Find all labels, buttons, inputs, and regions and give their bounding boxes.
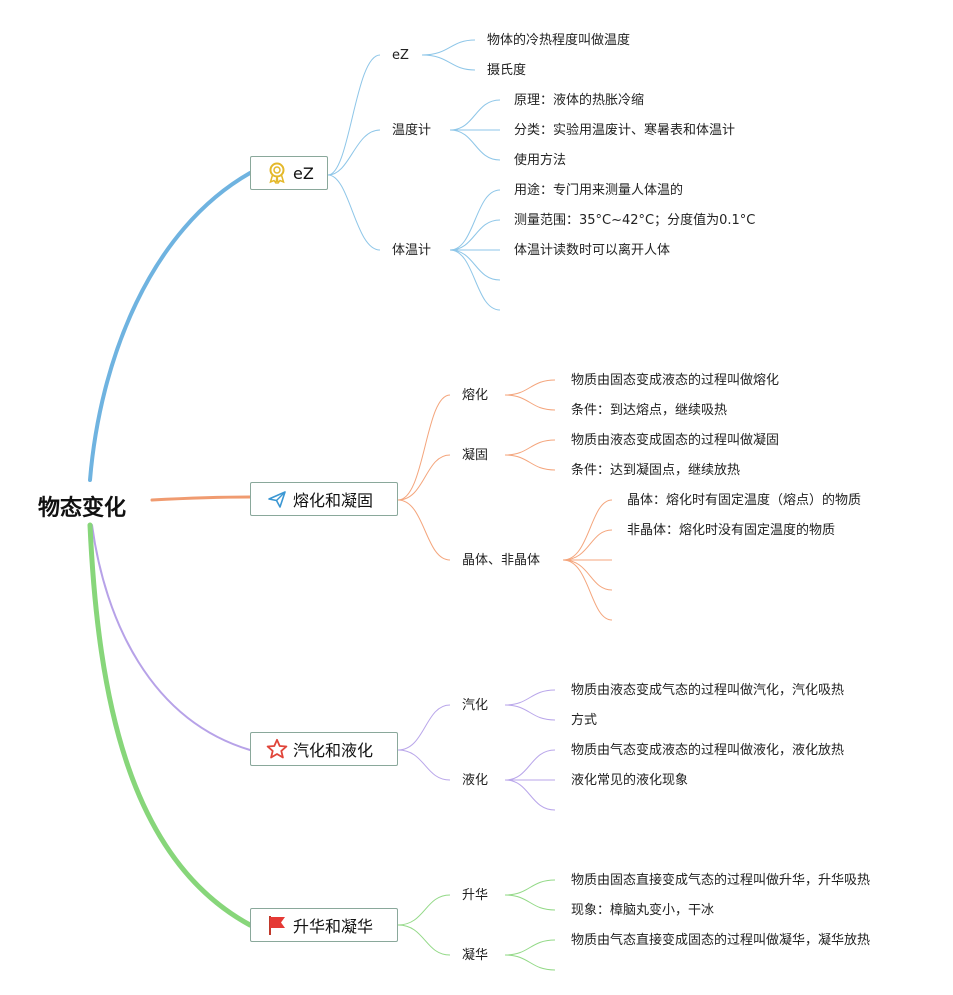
leaf-label[interactable]: 液化常见的液化现象 xyxy=(571,773,689,788)
subtopic-label[interactable]: 升华 xyxy=(462,888,489,903)
subtopic-label[interactable]: 晶体、非晶体 xyxy=(462,553,541,568)
leaf-label[interactable]: 摄氏度 xyxy=(487,63,527,78)
leaf-label[interactable]: 物质由固态直接变成气态的过程叫做升华，升华吸热 xyxy=(571,873,871,888)
topic-box-1[interactable]: eZ xyxy=(250,156,328,190)
leaf-label[interactable]: 物质由液态变成气态的过程叫做汽化，汽化吸热 xyxy=(571,683,845,698)
red-flag-icon xyxy=(265,913,289,937)
topic-box-4[interactable]: 升华和凝华 xyxy=(250,908,398,942)
subtopic-label[interactable]: 凝华 xyxy=(462,948,489,963)
leaf-label[interactable]: 原理：液体的热胀冷缩 xyxy=(514,93,645,108)
leaf-label[interactable]: 现象：樟脑丸变小，干冰 xyxy=(571,903,715,918)
topic-label: 汽化和液化 xyxy=(293,741,374,760)
subtopic-label[interactable]: 凝固 xyxy=(462,448,489,463)
leaf-label[interactable]: 测量范围：35°C~42°C；分度值为0.1°C xyxy=(514,213,756,228)
leaf-label[interactable]: 物质由固态变成液态的过程叫做熔化 xyxy=(571,373,780,388)
leaf-label[interactable]: 物质由气态变成液态的过程叫做液化，液化放热 xyxy=(571,743,845,758)
leaf-label[interactable]: 分类：实验用温废计、寒暑表和体温计 xyxy=(514,123,736,138)
paper-plane-icon xyxy=(265,487,289,511)
topic-label: 熔化和凝固 xyxy=(293,491,374,510)
subtopic-label[interactable]: eZ xyxy=(392,48,409,63)
subtopic-label[interactable]: 体温计 xyxy=(392,243,432,258)
topic-label: eZ xyxy=(293,163,314,183)
leaf-label[interactable]: 物质由液态变成固态的过程叫做凝固 xyxy=(571,433,780,448)
leaf-label[interactable]: 非晶体：熔化时没有固定温度的物质 xyxy=(627,523,836,538)
subtopic-label[interactable]: 温度计 xyxy=(392,123,432,138)
leaf-label[interactable]: 使用方法 xyxy=(514,153,567,168)
leaf-label[interactable]: 用途：专门用来测量人体温的 xyxy=(514,183,684,198)
star-icon xyxy=(265,737,289,761)
leaf-label[interactable]: 条件：达到凝固点，继续放热 xyxy=(571,463,741,478)
leaf-label[interactable]: 物质由气态直接变成固态的过程叫做凝华，凝华放热 xyxy=(571,933,871,948)
leaf-label[interactable]: 方式 xyxy=(571,713,598,728)
main-link-3 xyxy=(91,524,251,751)
root-topic[interactable]: 物态变化 xyxy=(38,496,127,521)
award-medal-icon xyxy=(265,161,289,185)
topic-box-3[interactable]: 汽化和液化 xyxy=(250,732,398,766)
main-link-1 xyxy=(88,171,252,482)
topic-box-2[interactable]: 熔化和凝固 xyxy=(250,482,398,516)
leaf-label[interactable]: 体温计读数时可以离开人体 xyxy=(514,243,671,258)
main-link-2 xyxy=(150,495,252,502)
topic-label: 升华和凝华 xyxy=(293,917,374,936)
subtopic-label[interactable]: 汽化 xyxy=(462,698,489,713)
leaf-label[interactable]: 物体的冷热程度叫做温度 xyxy=(487,33,631,48)
subtopic-label[interactable]: 液化 xyxy=(462,773,489,788)
leaf-label[interactable]: 晶体：熔化时有固定温度（熔点）的物质 xyxy=(627,493,862,508)
main-link-4 xyxy=(87,522,253,928)
leaf-label[interactable]: 条件：到达熔点，继续吸热 xyxy=(571,403,728,418)
subtopic-label[interactable]: 熔化 xyxy=(462,388,489,403)
